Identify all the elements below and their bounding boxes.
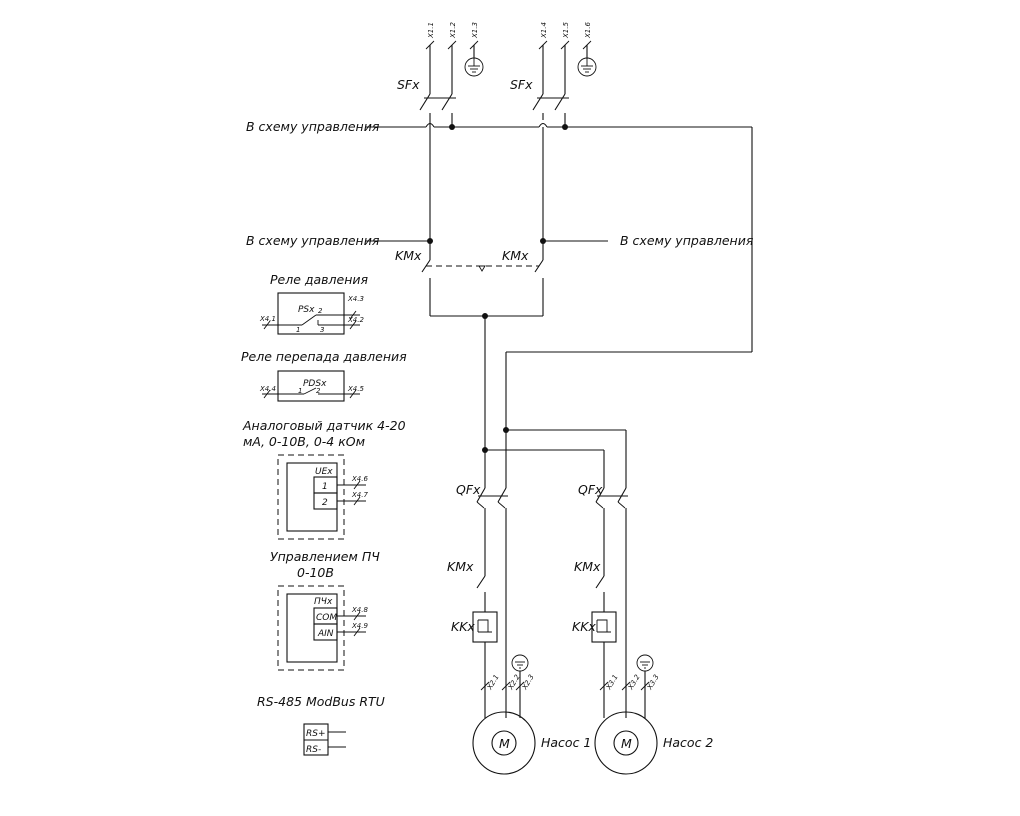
rs-minus: RS-: [306, 745, 321, 755]
motor-label-1: M: [499, 736, 510, 751]
vfd-com: COM: [316, 613, 337, 623]
motor-icon: [594, 711, 658, 775]
label-pump-2: Насос 2: [663, 735, 713, 750]
label-to-control-1: В схему управления: [246, 119, 380, 134]
terminal-x13: X1.3: [471, 22, 479, 39]
terminal-x42: X4.2: [347, 316, 364, 324]
terminal-x47: X4.7: [351, 491, 368, 499]
rs-plus: RS+: [306, 729, 326, 739]
terminal-x14: X1.4: [540, 22, 548, 39]
terminal-x46: X4.6: [351, 475, 368, 483]
analog-pin-1: 1: [322, 482, 328, 492]
label-kmx-1: KMx: [447, 559, 474, 574]
diff-contact-1: 1: [298, 387, 302, 395]
terminal-x15: X1.5: [562, 22, 570, 39]
analog-pin-2: 2: [322, 498, 328, 508]
pressure-contact-1: 1: [296, 326, 300, 334]
terminal-x41: X4.1: [259, 315, 276, 323]
diff-relay-code: PDSx: [303, 379, 327, 389]
rs485-title: RS-485 ModBus RTU: [257, 694, 385, 709]
terminal-x45: X4.5: [347, 385, 364, 393]
terminal-x11: X1.1: [427, 22, 435, 39]
label-kmx-top-1: KMx: [395, 248, 422, 263]
analog-title-2: мА, 0-10В, 0-4 кОм: [243, 434, 365, 449]
pressure-relay-code: PSx: [298, 305, 315, 315]
label-sfx-2: SFx: [510, 77, 533, 92]
terminal-x21: X2.1: [485, 673, 500, 692]
motor-icon: [472, 711, 536, 775]
ground-icon: [636, 654, 654, 672]
pump-distribution: [482, 427, 627, 488]
label-qfx-1: QFx: [456, 482, 481, 497]
vfd-title-1: Управлением ПЧ: [270, 549, 380, 564]
label-qfx-2: QFx: [578, 482, 603, 497]
thermal-relay-1: [472, 611, 498, 643]
pressure-contact-2: 2: [318, 307, 323, 315]
terminal-x44: X4.4: [259, 385, 276, 393]
pump-branch-2: QFx KMx KKx X3.1 X3.2 X3.3 M Насос 2: [572, 482, 713, 775]
legend-rs485: RS-485 ModBus RTU RS+ RS-: [257, 694, 385, 756]
ground-icon: [511, 654, 529, 672]
vfd-title-2: 0-10В: [297, 565, 334, 580]
analog-code: UEx: [315, 467, 333, 477]
terminal-x23: X2.3: [520, 673, 535, 692]
control-bus: В схему управления В схему управления В …: [246, 119, 754, 488]
pressure-contact-3: 3: [320, 326, 324, 334]
vfd-ain: AIN: [317, 629, 334, 639]
terminal-x49: X4.9: [351, 622, 368, 630]
label-kkx-1: KKx: [451, 619, 475, 634]
terminal-x16: X1.6: [584, 22, 592, 39]
label-to-control-3: В схему управления: [620, 233, 754, 248]
terminal-x32: X3.2: [626, 673, 642, 692]
legend-vfd: Управлением ПЧ 0-10В ПЧx COM AIN X4.8 X4…: [270, 549, 380, 671]
diff-relay-title: Реле перепада давления: [241, 349, 407, 364]
km-interlock: KMx KMx: [395, 248, 544, 450]
breaker-sf-group-1: X1.1 X1.2 X1.3 SFx: [397, 22, 484, 127]
legend-analog-sensor: Аналоговый датчик 4-20 мА, 0-10В, 0-4 кО…: [242, 418, 406, 540]
label-pump-1: Насос 1: [541, 735, 591, 750]
label-kmx-2: KMx: [574, 559, 601, 574]
label-sfx-1: SFx: [397, 77, 420, 92]
label-kkx-2: KKx: [572, 619, 596, 634]
diff-contact-2: 2: [316, 387, 321, 395]
label-to-control-2: В схему управления: [246, 233, 380, 248]
interlock-triangle-icon: [478, 265, 486, 272]
label-kmx-top-2: KMx: [502, 248, 529, 263]
legend-diff-pressure-relay: Реле перепада давления PDSx 1 2 X4.4 X4.…: [241, 349, 407, 402]
legend-pressure-relay: Реле давления PSx 1 2 3 X4.1 X4.3 X4.2: [259, 272, 369, 335]
pressure-relay-title: Реле давления: [270, 272, 369, 287]
analog-title-1: Аналоговый датчик 4-20: [242, 418, 406, 433]
motor-label-2: M: [621, 736, 632, 751]
terminal-x31: X3.1: [604, 673, 619, 692]
breaker-sf-group-2: X1.4 X1.5 X1.6 SFx: [510, 22, 597, 127]
terminal-x12: X1.2: [449, 22, 457, 39]
terminal-x43: X4.3: [347, 295, 364, 303]
terminal-x33: X3.3: [645, 673, 660, 692]
terminal-x48: X4.8: [351, 606, 368, 614]
vfd-code: ПЧx: [314, 597, 333, 607]
pump-branch-1: QFx KMx KKx X2.1 X2.2 X2.3 M Насос 1: [447, 482, 591, 775]
